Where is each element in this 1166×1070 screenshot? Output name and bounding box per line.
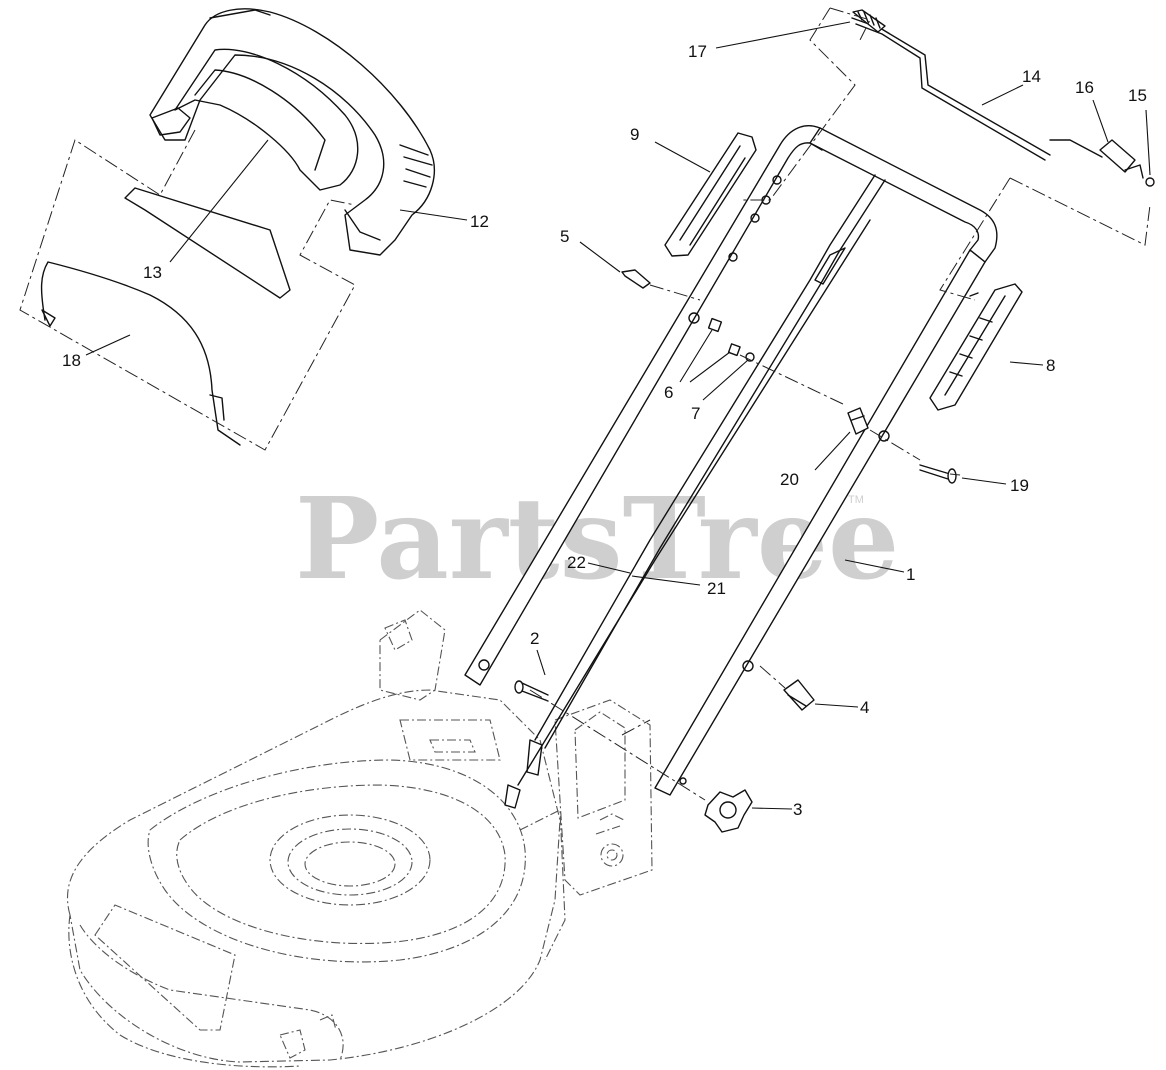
fasteners-upper [621, 269, 755, 362]
bail-handle-assembly [149, 8, 435, 256]
callout-7: 7 [691, 404, 700, 423]
callout-6: 6 [664, 383, 673, 402]
callout-1: 1 [906, 565, 915, 584]
bail-wire [40, 261, 241, 446]
callout-3: 3 [793, 800, 802, 819]
callout-16: 16 [1075, 78, 1094, 97]
callout-20: 20 [780, 470, 799, 489]
callout-2: 2 [530, 629, 539, 648]
cables [504, 174, 886, 809]
cable-guide-right [929, 283, 1023, 411]
callout-12: 12 [470, 212, 489, 231]
callout-4: 4 [860, 698, 869, 717]
callout-18: 18 [62, 351, 81, 370]
carriage-bolt [514, 680, 549, 702]
handle-knob [704, 789, 753, 833]
handle-spacer [783, 679, 815, 711]
upper-handle [464, 125, 998, 796]
watermark-trademark: TM [848, 494, 864, 506]
callout-labels: 1 2 3 4 5 6 7 8 9 12 13 14 15 16 17 18 1… [62, 42, 1147, 819]
watermark: PartsTree TM [295, 474, 899, 605]
bag-area-phantom-box [19, 129, 356, 451]
handle-grip-plate [124, 187, 291, 299]
callout-19: 19 [1010, 476, 1029, 495]
callout-8: 8 [1046, 356, 1055, 375]
callout-21: 21 [707, 579, 726, 598]
callout-15: 15 [1128, 86, 1147, 105]
cable-guide-left [664, 132, 757, 257]
callout-13: 13 [143, 263, 162, 282]
callout-22: 22 [567, 553, 586, 572]
handle-bolt [919, 464, 957, 484]
assembly-centerlines [529, 7, 1151, 801]
control-rod-assembly [851, 9, 1155, 187]
callout-5: 5 [560, 227, 569, 246]
mower-deck [66, 609, 653, 1068]
leader-lines [85, 21, 1151, 810]
callout-9: 9 [630, 125, 639, 144]
callout-17: 17 [688, 42, 707, 61]
watermark-brand: PartsTree [295, 474, 899, 605]
callout-14: 14 [1022, 67, 1041, 86]
cable-clip [847, 407, 869, 435]
